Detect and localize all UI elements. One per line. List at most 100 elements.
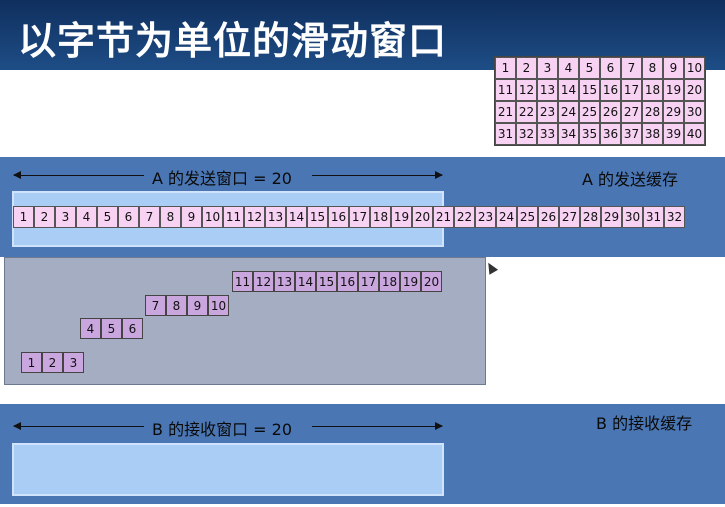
grid-cell: 13 xyxy=(537,79,558,101)
send-byte-cell: 31 xyxy=(643,206,664,228)
receive-buffer-label: B 的接收缓存 xyxy=(596,414,693,433)
send-byte-cell: 12 xyxy=(244,206,265,228)
grid-cell: 29 xyxy=(663,101,684,123)
send-byte-cell: 13 xyxy=(265,206,286,228)
send-byte-cell: 23 xyxy=(475,206,496,228)
segment-byte-cell: 9 xyxy=(187,295,208,316)
grid-cell: 22 xyxy=(516,101,537,123)
receive-window-arrow-left xyxy=(13,422,144,430)
send-byte-cell: 32 xyxy=(664,206,685,228)
grid-cell: 25 xyxy=(579,101,600,123)
grid-cell: 7 xyxy=(621,57,642,79)
send-window-label: A 的发送窗口 = 20 xyxy=(152,169,292,188)
segment-byte-cell: 7 xyxy=(145,295,166,316)
grid-cell: 33 xyxy=(537,123,558,145)
grid-cell: 15 xyxy=(579,79,600,101)
segment-byte-cell: 11 xyxy=(232,271,253,292)
segment-byte-cell: 12 xyxy=(253,271,274,292)
send-byte-cell: 1 xyxy=(13,206,34,228)
send-byte-cell: 17 xyxy=(349,206,370,228)
send-byte-cell: 27 xyxy=(559,206,580,228)
send-byte-cell: 22 xyxy=(454,206,475,228)
send-byte-cell: 2 xyxy=(34,206,55,228)
grid-cell: 38 xyxy=(642,123,663,145)
segment-byte-cell: 3 xyxy=(63,352,84,373)
segment-byte-cell: 17 xyxy=(358,271,379,292)
grid-cell: 18 xyxy=(642,79,663,101)
mouse-cursor-icon xyxy=(483,260,499,275)
segment-byte-cell: 16 xyxy=(337,271,358,292)
segment-byte-cell: 13 xyxy=(274,271,295,292)
grid-cell: 3 xyxy=(537,57,558,79)
grid-cell: 17 xyxy=(621,79,642,101)
grid-cell: 23 xyxy=(537,101,558,123)
send-byte-cell: 24 xyxy=(496,206,517,228)
grid-cell: 26 xyxy=(600,101,621,123)
send-byte-cell: 7 xyxy=(139,206,160,228)
send-byte-cell: 26 xyxy=(538,206,559,228)
segment-byte-cell: 6 xyxy=(122,318,143,339)
send-byte-cell: 20 xyxy=(412,206,433,228)
grid-cell: 9 xyxy=(663,57,684,79)
grid-cell: 27 xyxy=(621,101,642,123)
send-byte-cell: 29 xyxy=(601,206,622,228)
grid-cell: 35 xyxy=(579,123,600,145)
grid-cell: 11 xyxy=(495,79,516,101)
send-window-arrow-left xyxy=(13,171,144,179)
send-window-arrow-right xyxy=(312,171,443,179)
segment-byte-cell: 8 xyxy=(166,295,187,316)
send-buffer-label: A 的发送缓存 xyxy=(582,170,679,189)
send-byte-cell: 25 xyxy=(517,206,538,228)
send-byte-cell: 19 xyxy=(391,206,412,228)
send-byte-cell: 30 xyxy=(622,206,643,228)
grid-cell: 24 xyxy=(558,101,579,123)
send-byte-cell: 4 xyxy=(76,206,97,228)
grid-cell: 34 xyxy=(558,123,579,145)
send-byte-cell: 14 xyxy=(286,206,307,228)
send-byte-cell: 16 xyxy=(328,206,349,228)
receive-window xyxy=(12,443,444,496)
grid-cell: 36 xyxy=(600,123,621,145)
segment-byte-cell: 5 xyxy=(101,318,122,339)
send-byte-cell: 11 xyxy=(223,206,244,228)
send-byte-cell: 10 xyxy=(202,206,223,228)
segment-byte-cell: 20 xyxy=(421,271,442,292)
send-byte-cell: 3 xyxy=(55,206,76,228)
send-byte-cell: 9 xyxy=(181,206,202,228)
receive-window-arrow-right xyxy=(312,422,443,430)
send-byte-cell: 15 xyxy=(307,206,328,228)
send-byte-cell: 28 xyxy=(580,206,601,228)
grid-cell: 20 xyxy=(684,79,705,101)
grid-cell: 6 xyxy=(600,57,621,79)
receive-window-label: B 的接收窗口 = 20 xyxy=(152,420,293,439)
send-byte-cell: 18 xyxy=(370,206,391,228)
grid-cell: 19 xyxy=(663,79,684,101)
grid-cell: 8 xyxy=(642,57,663,79)
segment-byte-cell: 19 xyxy=(400,271,421,292)
segment-byte-cell: 1 xyxy=(21,352,42,373)
segment-byte-cell: 4 xyxy=(80,318,101,339)
grid-cell: 31 xyxy=(495,123,516,145)
segment-byte-cell: 10 xyxy=(208,295,229,316)
grid-cell: 14 xyxy=(558,79,579,101)
segment-byte-cell: 15 xyxy=(316,271,337,292)
grid-cell: 40 xyxy=(684,123,705,145)
grid-cell: 32 xyxy=(516,123,537,145)
grid-cell: 39 xyxy=(663,123,684,145)
grid-cell: 30 xyxy=(684,101,705,123)
grid-cell: 16 xyxy=(600,79,621,101)
grid-cell: 1 xyxy=(495,57,516,79)
segment-byte-cell: 18 xyxy=(379,271,400,292)
grid-cell: 37 xyxy=(621,123,642,145)
segment-byte-cell: 2 xyxy=(42,352,63,373)
send-byte-cell: 8 xyxy=(160,206,181,228)
grid-cell: 4 xyxy=(558,57,579,79)
grid-cell: 21 xyxy=(495,101,516,123)
send-byte-cell: 21 xyxy=(433,206,454,228)
